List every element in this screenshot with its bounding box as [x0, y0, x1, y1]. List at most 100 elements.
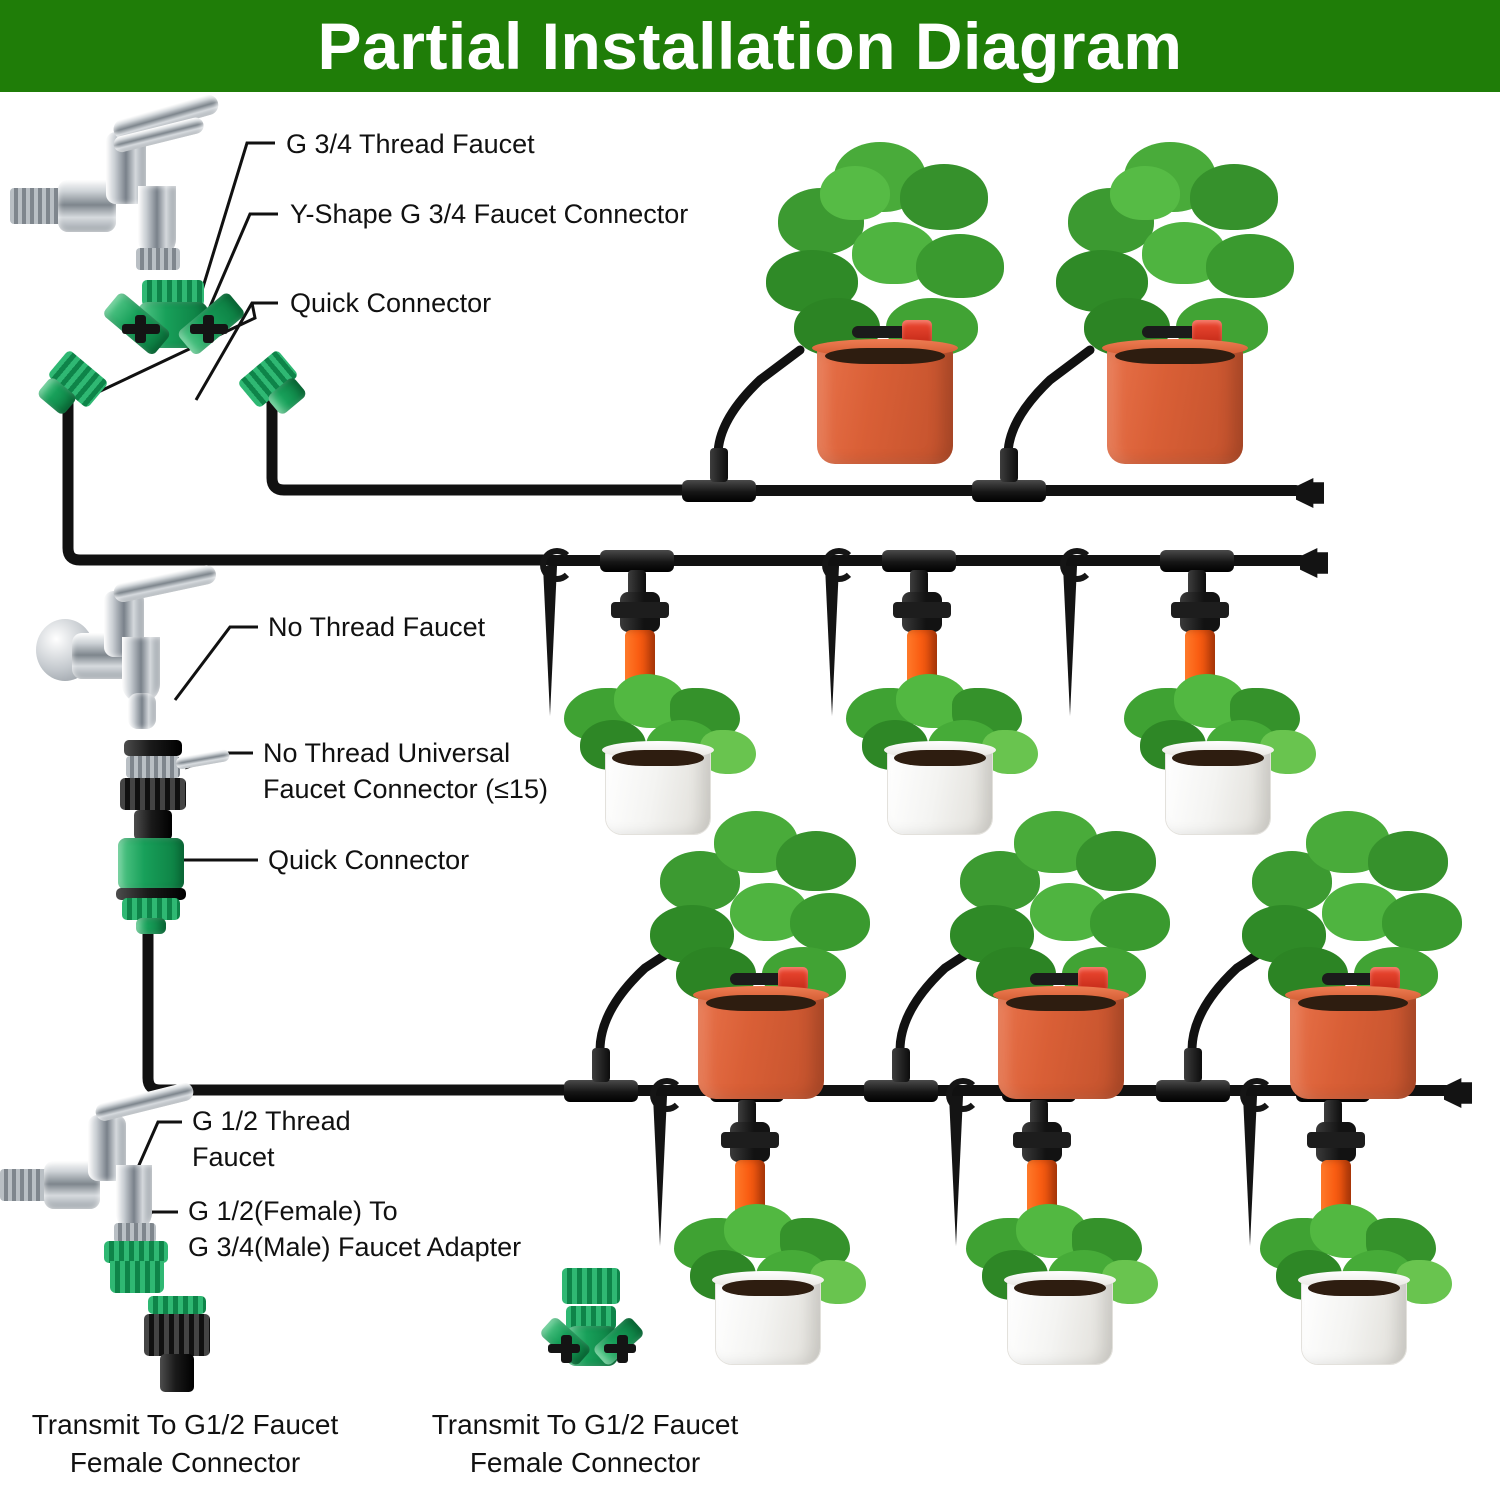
faucet-handle	[93, 1081, 196, 1123]
soil	[1172, 750, 1264, 766]
caption-line-1: Transmit To G1/2 Faucet	[431, 1409, 739, 1440]
faucet-outlet-thread	[114, 1223, 156, 1243]
soil	[722, 1280, 814, 1296]
support-stake	[825, 566, 839, 716]
no-thread-universal-faucet-connector	[108, 740, 278, 850]
legend-connector-stem	[160, 1354, 194, 1392]
faucet-spout	[116, 1165, 152, 1231]
plant-terracotta-peperomia	[1050, 130, 1300, 464]
title-banner: Partial Installation Diagram	[0, 0, 1500, 92]
g12-to-g34-faucet-adapter	[104, 1241, 168, 1263]
faucet-inlet-thread	[0, 1169, 48, 1201]
tee-connector	[972, 448, 1046, 502]
pot-terracotta	[1284, 986, 1422, 1099]
faucet-handle	[112, 563, 218, 604]
plant-white-pothos	[960, 1122, 1160, 1364]
y-connector-collar	[142, 280, 204, 306]
caption-transmit-connector-1: Transmit To G1/2 Faucet Female Connector	[0, 1406, 370, 1482]
dripper-wing	[730, 973, 786, 985]
pot-white	[711, 1271, 825, 1364]
legend-connector-body	[144, 1314, 210, 1356]
tee-connector	[600, 550, 674, 604]
caption-line-2: Female Connector	[69, 1447, 301, 1478]
soil	[894, 750, 986, 766]
foliage	[840, 592, 1040, 822]
soil	[1297, 995, 1409, 1011]
quick-connector-body	[118, 838, 184, 890]
soil	[1014, 1280, 1106, 1296]
dripper-wing	[1322, 973, 1378, 985]
pot-white	[883, 741, 997, 834]
dripper-cap	[721, 1122, 779, 1162]
caption-transmit-connector-2: Transmit To G1/2 Faucet Female Connector	[400, 1406, 770, 1482]
support-stake	[949, 1096, 963, 1246]
plant-terracotta-peperomia	[760, 130, 1010, 464]
page-title: Partial Installation Diagram	[317, 9, 1183, 83]
faucet-spout-nozzle	[128, 693, 156, 729]
soil	[1115, 348, 1235, 364]
label-no-thread-universal-line1: No Thread Universal	[263, 738, 511, 768]
pot-terracotta	[692, 986, 830, 1099]
plant-white-pothos	[840, 592, 1040, 834]
legend-y-top-thread	[562, 1268, 620, 1304]
pot-white	[1161, 741, 1275, 834]
main-line-1-end-cap	[1296, 478, 1324, 508]
pot-white	[1297, 1271, 1411, 1364]
plant-terracotta-peperomia	[946, 805, 1176, 1099]
universal-connector-nut	[120, 778, 186, 810]
stake-hook-icon	[1060, 548, 1094, 582]
support-stake	[1243, 1096, 1257, 1246]
g12-to-g34-adapter-body	[110, 1261, 164, 1293]
tee-connector	[864, 1048, 938, 1102]
legend-y-valve-right	[604, 1335, 636, 1363]
tee-connector	[564, 1048, 638, 1102]
stake-hook-icon	[540, 548, 574, 582]
universal-connector-stem	[134, 810, 172, 840]
y-connector-valve-right	[190, 315, 228, 343]
faucet-outlet-thread	[136, 248, 180, 270]
stake-hook-icon	[1240, 1078, 1274, 1112]
pot-white	[601, 741, 715, 834]
faucet-g12-thread	[0, 1081, 230, 1293]
tee-connector	[682, 448, 756, 502]
plant-terracotta-peperomia	[646, 805, 876, 1099]
soil	[825, 348, 945, 364]
dripper-wing	[1142, 326, 1198, 338]
dripper-cap	[1307, 1122, 1365, 1162]
y-connector-valve-left	[122, 315, 160, 343]
plant-white-pothos	[1118, 592, 1318, 834]
label-g12-thread-faucet-line2: Faucet	[192, 1142, 275, 1172]
label-g34-thread-faucet: G 3/4 Thread Faucet	[286, 129, 535, 159]
plant-white-pothos	[668, 1122, 868, 1364]
faucet-g34-thread	[10, 92, 260, 300]
pot-terracotta	[811, 339, 959, 464]
soil	[612, 750, 704, 766]
label-quick-connector-top: Quick Connector	[290, 288, 492, 318]
universal-connector-lever	[174, 748, 231, 770]
label-y-shape-connector: Y-Shape G 3/4 Faucet Connector	[290, 199, 689, 229]
plant-white-pothos	[558, 592, 758, 834]
dripper-cap	[893, 592, 951, 632]
support-stake	[543, 566, 557, 716]
soil	[705, 995, 817, 1011]
caption-line-1: Transmit To G1/2 Faucet	[31, 1409, 339, 1440]
soil	[1005, 995, 1117, 1011]
foliage	[760, 130, 1010, 460]
dripper-wing	[852, 326, 908, 338]
dripper-cap	[1171, 592, 1229, 632]
quick-connector-middle	[112, 838, 222, 934]
pot-terracotta	[1101, 339, 1249, 464]
stake-hook-icon	[822, 548, 856, 582]
faucet-spout	[138, 186, 176, 258]
legend-y-valve-left	[548, 1335, 580, 1363]
faucet-no-thread	[18, 563, 268, 745]
tee-connector	[1156, 1048, 1230, 1102]
label-g12-thread-faucet-line1: G 1/2 Thread	[192, 1106, 351, 1136]
label-g12-adapter-line1: G 1/2(Female) To	[188, 1196, 398, 1226]
caption-line-2: Female Connector	[469, 1447, 701, 1478]
foliage	[646, 805, 876, 1095]
label-g12-adapter-line2: G 3/4(Male) Faucet Adapter	[188, 1232, 522, 1262]
stake-hook-icon	[650, 1078, 684, 1112]
tee-connector	[882, 550, 956, 604]
support-stake	[1063, 566, 1077, 716]
